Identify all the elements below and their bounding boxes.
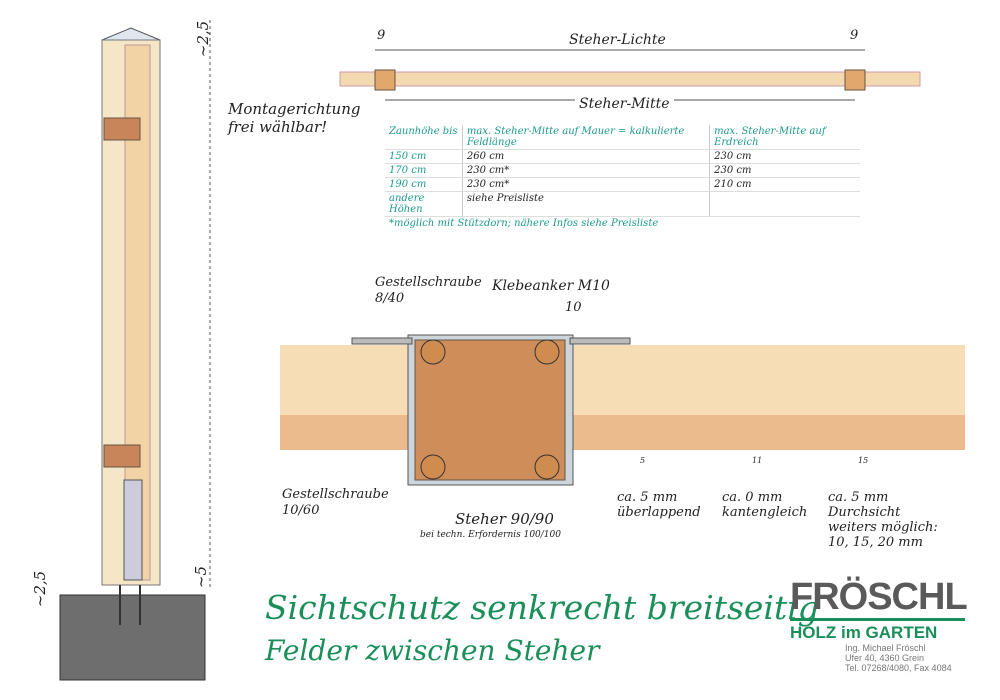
title-line1: Sichtschutz senkrecht breitseitig bbox=[265, 588, 819, 627]
label-text: ca. 5 mm bbox=[617, 490, 678, 505]
gap-right: 9 bbox=[850, 28, 859, 43]
label-text: ca. 5 mm bbox=[828, 490, 889, 505]
label-text: Durchsicht bbox=[828, 505, 901, 520]
cell: andere Höhen bbox=[385, 191, 463, 217]
gap-left: 9 bbox=[377, 28, 386, 43]
address-line: Ufer 40, 4360 Grein bbox=[845, 653, 925, 663]
table-header: Zaunhöhe bis bbox=[385, 125, 463, 150]
angle-label: 11 bbox=[752, 456, 763, 465]
label-text: kantengleich bbox=[722, 505, 808, 520]
angle-label: 5 bbox=[640, 456, 646, 465]
post-label: Steher 90/90 bbox=[455, 510, 554, 528]
label-text: Gestellschraube bbox=[375, 275, 482, 290]
table-footnote: *möglich mit Stützdorn; nähere Infos sie… bbox=[389, 218, 659, 229]
label-text: überlappend bbox=[617, 505, 701, 520]
plan-view bbox=[339, 49, 921, 101]
label-text: weiters möglich: bbox=[828, 520, 938, 535]
cell: 170 cm bbox=[385, 163, 463, 178]
label-text: ca. 0 mm bbox=[722, 490, 783, 505]
section-view bbox=[280, 334, 965, 486]
logo: FRÖSCHL HOLZ im GARTEN Ing. Michael Frös… bbox=[790, 576, 968, 673]
cell: siehe Preisliste bbox=[462, 191, 711, 217]
logo-address: Ing. Michael Fröschl Ufer 40, 4360 Grein… bbox=[845, 643, 965, 673]
label-text: 10/60 bbox=[282, 503, 320, 518]
post-elevation bbox=[59, 20, 211, 681]
dim-bottom-right: ~5 bbox=[192, 565, 211, 589]
cell: 230 cm* bbox=[462, 177, 711, 192]
mounting-note-line1: Montagerichtung bbox=[228, 100, 361, 118]
address-line: Ing. Michael Fröschl bbox=[845, 643, 926, 653]
dim-top: ~2,5 bbox=[194, 20, 213, 58]
logo-brand: FRÖSCHL bbox=[790, 576, 968, 618]
cell: 230 cm* bbox=[462, 163, 711, 178]
angle-label: 15 bbox=[858, 456, 869, 465]
post-note: bei techn. Erfordernis 100/100 bbox=[420, 530, 561, 540]
anchor-label: Klebeanker M10 bbox=[492, 278, 610, 294]
cell: 230 cm bbox=[709, 163, 860, 178]
cell: 150 cm bbox=[385, 149, 463, 164]
table-header: max. Steher-Mitte auf Erdreich bbox=[709, 125, 860, 150]
cell: 190 cm bbox=[385, 177, 463, 192]
klebe-gap-label: 10 bbox=[565, 300, 582, 315]
dim-bottom-left: ~2,5 bbox=[31, 570, 50, 608]
cell bbox=[709, 191, 860, 217]
table-header: max. Steher-Mitte auf Mauer = kalkuliert… bbox=[462, 125, 711, 150]
center-span-label: Steher-Mitte bbox=[575, 96, 674, 112]
logo-rule bbox=[790, 618, 965, 621]
label-text: 10, 15, 20 mm bbox=[828, 535, 923, 550]
cell: 260 cm bbox=[462, 149, 711, 164]
clear-span-label: Steher-Lichte bbox=[565, 32, 670, 48]
mounting-note-line2: frei wählbar! bbox=[228, 118, 328, 136]
address-line: Tel. 07268/4080, Fax 4084 bbox=[845, 663, 952, 673]
label-text: 8/40 bbox=[375, 291, 405, 306]
cell: 230 cm bbox=[709, 149, 860, 164]
label-text: Gestellschraube bbox=[282, 487, 389, 502]
title-line2: Felder zwischen Steher bbox=[265, 634, 600, 667]
cell: 210 cm bbox=[709, 177, 860, 192]
logo-tagline: HOLZ im GARTEN bbox=[790, 623, 938, 642]
mounting-note: Montagerichtung frei wählbar! bbox=[228, 100, 360, 136]
